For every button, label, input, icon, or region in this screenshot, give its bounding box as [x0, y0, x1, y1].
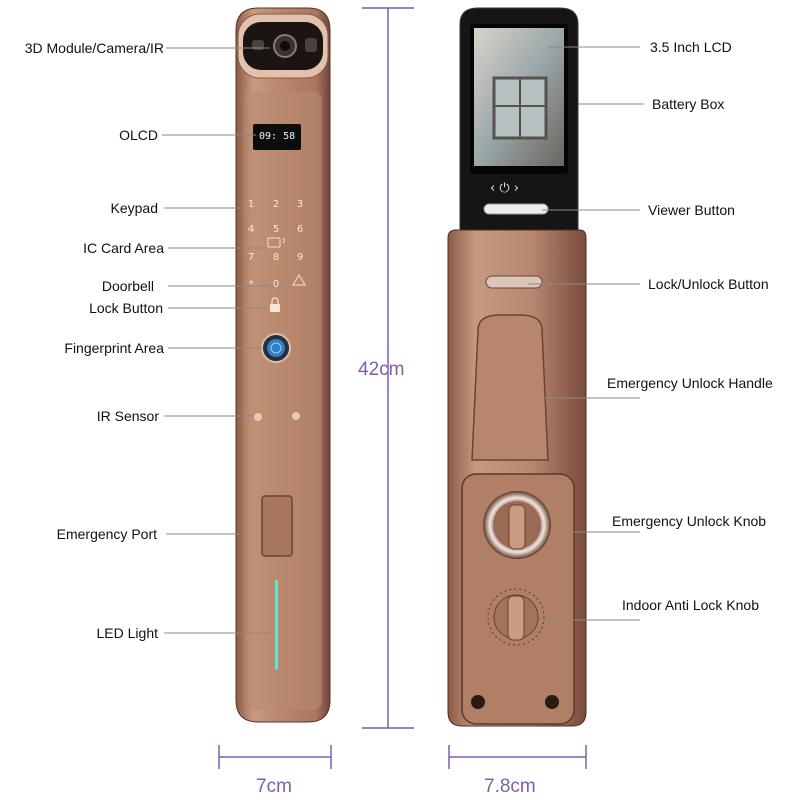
label-ir-sensor: IR Sensor: [96, 408, 159, 424]
label-keypad: Keypad: [110, 200, 158, 216]
front-lock: [235, 7, 331, 723]
key-9: 9: [296, 252, 304, 263]
key-5: 5: [272, 224, 280, 235]
key-3: 3: [296, 199, 304, 210]
label-emergency-knob: Emergency Unlock Knob: [612, 513, 767, 529]
label-lock-button: Lock Button: [89, 300, 163, 316]
dimension-height: 42cm: [358, 359, 405, 380]
svg-text:‹ ⏻ ›: ‹ ⏻ ›: [490, 181, 519, 196]
key-8: 8: [272, 252, 280, 263]
label-battery-box: Battery Box: [652, 96, 725, 112]
left-leader-lines: [162, 47, 290, 634]
label-fingerprint: Fingerprint Area: [64, 340, 164, 356]
key-0: 0: [272, 279, 280, 290]
key-1: 1: [247, 199, 255, 210]
label-anti-lock-knob: Indoor Anti Lock Knob: [622, 597, 759, 613]
label-viewer-button: Viewer Button: [648, 202, 735, 218]
key-7: 7: [247, 252, 255, 263]
back-lock: ‹ ⏻ ›: [447, 7, 587, 727]
dimension-back-width: 7.8cm: [484, 776, 536, 797]
right-leader-lines: [528, 46, 644, 621]
dimension-lines: [218, 7, 587, 769]
label-camera: 3D Module/Camera/IR: [24, 40, 164, 56]
key-4: 4: [247, 224, 255, 235]
label-emergency-port: Emergency Port: [56, 526, 157, 542]
olcd-time: 09: 58: [259, 131, 296, 142]
label-led-light: LED Light: [96, 625, 158, 641]
dimension-front-width: 7cm: [256, 776, 292, 797]
key-star: *: [248, 279, 254, 290]
key-6: 6: [296, 224, 304, 235]
label-lcd: 3.5 Inch LCD: [650, 39, 732, 55]
label-ic-card: IC Card Area: [83, 240, 164, 256]
label-doorbell: Doorbell: [101, 278, 154, 294]
label-emergency-handle: Emergency Unlock Handle: [607, 375, 773, 391]
label-lock-unlock-button: Lock/Unlock Button: [648, 276, 769, 292]
label-olcd: OLCD: [119, 127, 158, 143]
key-2: 2: [272, 199, 280, 210]
